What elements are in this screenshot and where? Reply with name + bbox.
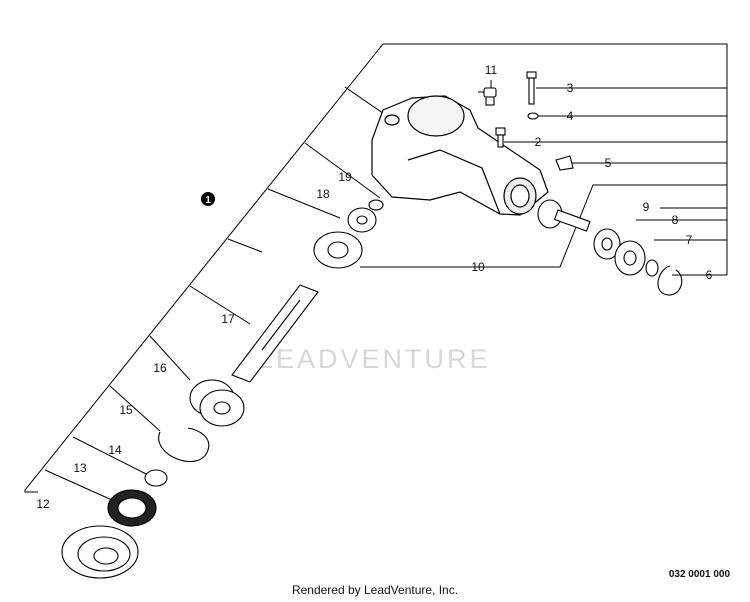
snap-ring-15 [158,427,210,462]
diagram-code: 032 0001 000 [668,569,730,580]
callout-3: 3 [567,81,574,95]
callout-5: 5 [605,156,612,170]
snap-ring-6 [657,265,683,296]
callout-1: 1 [205,195,211,206]
leadventure-watermark: LEADVENTURE [258,344,491,374]
callout-10: 10 [471,260,485,274]
bolt-3 [526,71,537,105]
gear-case-housing [371,95,549,216]
bolt-2 [495,127,506,148]
pinion-shaft-10 [537,199,591,232]
collar-14 [144,469,168,487]
bearing-16 [189,379,245,427]
callout-15: 15 [119,403,133,417]
callout-9: 9 [643,200,650,214]
callout-16: 16 [153,361,167,375]
callout-1-circle [201,192,215,206]
callout-17: 17 [221,312,235,326]
bolt-11 [483,87,497,106]
bearing-18 [347,207,377,233]
callout-19: 19 [338,170,352,184]
callout-12: 12 [36,497,50,511]
callout-6: 6 [706,268,713,282]
staircase-bracket-line [24,43,391,501]
callout-2: 2 [535,135,542,149]
bearing-8 [614,240,646,276]
shaft-17 [231,284,319,383]
bearing-9 [593,228,621,260]
callout-11: 11 [485,63,498,77]
washer-7 [645,259,659,277]
callout-14: 14 [108,443,122,457]
gear-10 [313,231,363,269]
callout-18: 18 [316,187,330,201]
callout-13: 13 [73,461,87,475]
seal-13 [107,489,157,527]
render-credit: Rendered by LeadVenture, Inc. [291,583,459,597]
callout-7: 7 [686,233,693,247]
washer-19 [368,199,384,211]
callout-8: 8 [672,213,679,227]
clamp-5 [555,155,574,171]
cover-12 [61,525,139,579]
washer-4 [527,112,539,120]
callout-4: 4 [567,109,574,123]
